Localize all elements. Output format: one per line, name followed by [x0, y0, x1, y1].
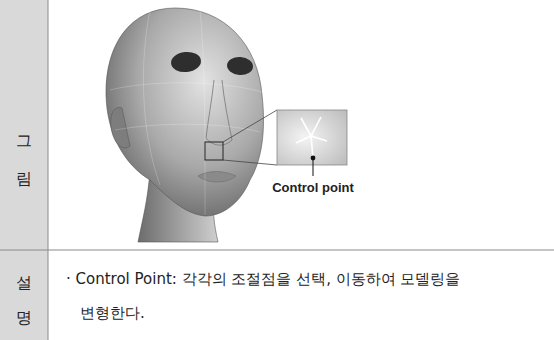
- row-header: 설명: [16, 265, 32, 335]
- row-header: 그림: [16, 122, 32, 198]
- head-model: [106, 8, 264, 242]
- header-column: [0, 0, 48, 340]
- row-rule: [0, 250, 554, 251]
- description-text: · Control Point: 각각의 조절점을 선택, 이동하여 모델링을 …: [66, 262, 470, 330]
- zoom-inset: [205, 110, 347, 176]
- column-rule: [48, 0, 49, 340]
- callout-label: Control point: [272, 180, 354, 195]
